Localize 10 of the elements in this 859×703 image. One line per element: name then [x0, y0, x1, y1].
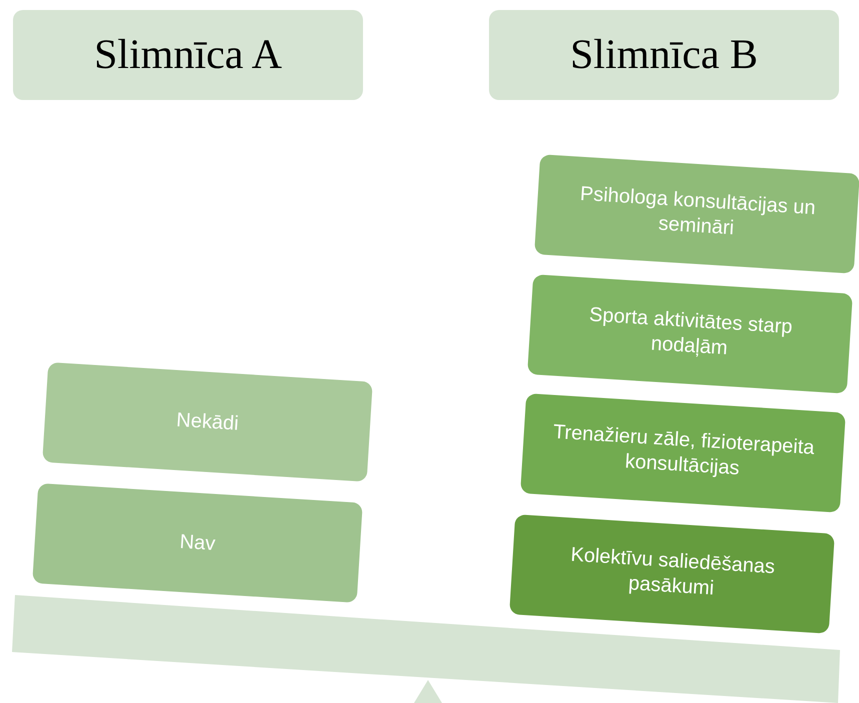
item-text: Trenažieru zāle, fizioterapeita konsultācijas [552, 420, 816, 482]
item-text: Nekādi [175, 408, 239, 436]
hospital-title: Slimnīca B [570, 30, 758, 80]
item-text: Psihologa konsultācijas un semināri [578, 182, 818, 242]
item-text: Sporta aktivitātes starp nodaļām [588, 302, 794, 362]
hospital-title: Slimnīca A [94, 30, 282, 80]
header-box [13, 10, 363, 100]
item-text: Nav [178, 529, 216, 557]
item-text: Kolektīvu saliedēšanas pasākumi [569, 542, 777, 602]
header-box [489, 10, 839, 100]
